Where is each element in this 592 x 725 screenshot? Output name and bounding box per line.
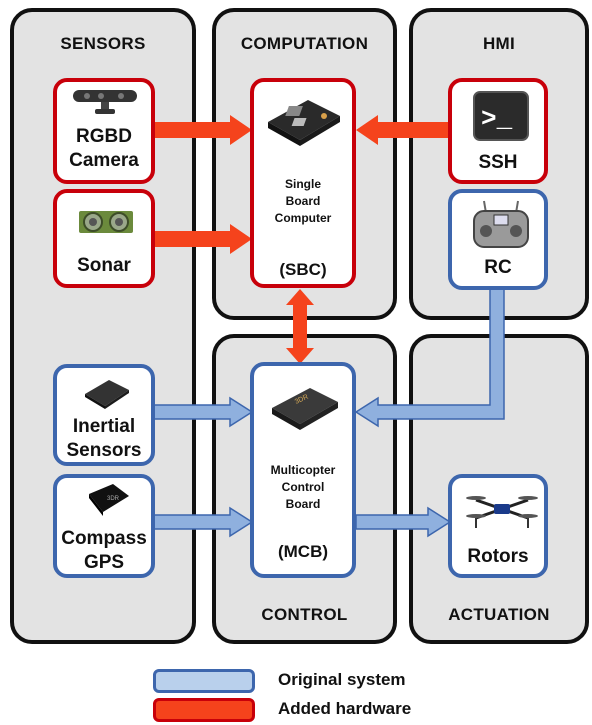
sensors-title: SENSORS	[60, 34, 146, 53]
circuit-board-icon	[268, 100, 340, 146]
legend-added-swatch	[153, 698, 255, 722]
mcb-abbr: (MCB)	[277, 542, 329, 561]
sbc-abbr: (SBC)	[279, 260, 327, 279]
inertial-label-2: Sensors	[66, 440, 142, 461]
rotors-label: Rotors	[467, 546, 529, 567]
rc-label: RC	[484, 257, 512, 278]
rgbd-camera-box: RGBD Camera	[53, 78, 155, 184]
mcb-label-1: Multicopter	[270, 463, 336, 477]
legend-original-label: Original system	[278, 670, 406, 689]
rc-box: RC	[448, 189, 548, 290]
ssh-box: >_ SSH	[448, 78, 548, 184]
ssh-label: SSH	[478, 152, 518, 173]
gps-module-icon: 3DR	[89, 484, 129, 516]
sbc-label-1: Single	[284, 177, 321, 191]
sbc-label-2: Board	[285, 194, 321, 208]
compass-label-2: GPS	[83, 552, 125, 573]
kinect-camera-icon	[73, 90, 137, 114]
legend-original-swatch	[153, 669, 255, 693]
computation-title: COMPUTATION	[240, 34, 369, 53]
legend-added-label: Added hardware	[278, 699, 412, 718]
sonar-label: Sonar	[77, 255, 131, 276]
hmi-title: HMI	[482, 34, 516, 53]
sbc-box: Single Board Computer (SBC)	[250, 78, 356, 288]
inertial-sensors-box: Inertial Sensors	[53, 364, 155, 466]
imu-chip-icon	[85, 380, 129, 409]
sonar-sensor-icon	[79, 211, 133, 233]
terminal-icon: >_	[473, 91, 529, 141]
rgbd-label-2: Camera	[69, 150, 139, 171]
rotors-box: Rotors	[448, 474, 548, 578]
compass-label-1: Compass	[61, 528, 147, 549]
rgbd-label-1: RGBD	[76, 126, 132, 147]
svg-text:>_: >_	[481, 104, 513, 134]
mcb-label-3: Board	[285, 497, 321, 511]
sbc-label-3: Computer	[274, 211, 332, 225]
mcb-box: 3DR Multicopter Control Board (MCB)	[250, 362, 356, 578]
remote-controller-icon	[473, 200, 529, 248]
svg-text:3DR: 3DR	[107, 496, 120, 502]
mcb-label-2: Control	[281, 480, 325, 494]
compass-gps-box: 3DR Compass GPS	[53, 474, 155, 578]
inertial-label-1: Inertial	[72, 416, 136, 437]
flight-controller-icon: 3DR	[272, 388, 338, 430]
control-title: CONTROL	[261, 605, 348, 624]
quadcopter-icon	[466, 496, 538, 528]
sonar-box: Sonar	[53, 189, 155, 288]
actuation-title: ACTUATION	[448, 605, 550, 624]
